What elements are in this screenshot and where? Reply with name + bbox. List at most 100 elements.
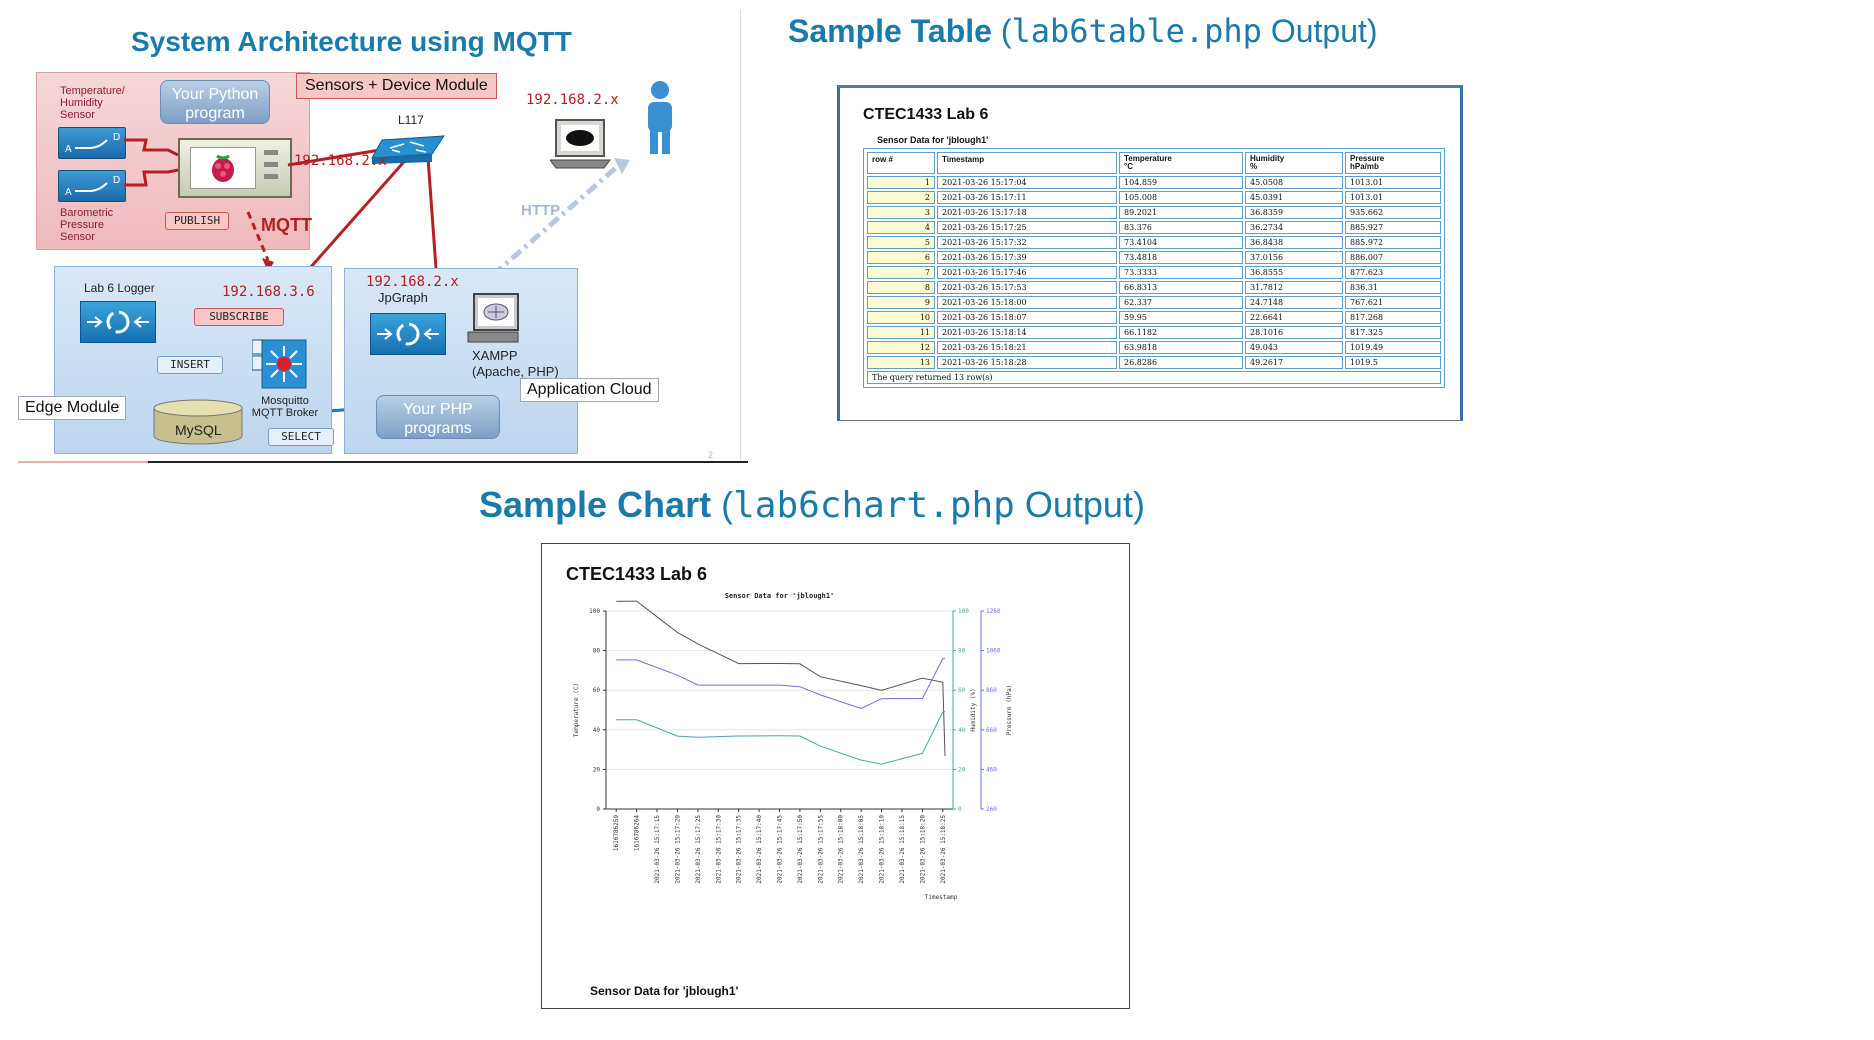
cell-row-number: 4 bbox=[867, 221, 935, 234]
chart-footer: Sensor Data for 'jblough1' bbox=[590, 984, 738, 998]
cell-timestamp: 2021-03-26 15:17:18 bbox=[937, 206, 1117, 219]
col-temperature: Temperature °C bbox=[1119, 152, 1243, 174]
y-axis-label-right2: Pressure (hPa) bbox=[1006, 685, 1013, 736]
y-tick-label-right2: 1060 bbox=[986, 648, 1001, 655]
cell-timestamp: 2021-03-26 15:17:53 bbox=[937, 281, 1117, 294]
logger-icon bbox=[80, 301, 156, 343]
cell-temperature: 104.859 bbox=[1119, 176, 1243, 189]
cell-timestamp: 2021-03-26 15:17:46 bbox=[937, 266, 1117, 279]
x-tick-label: 2021-03-26 15:17:55 bbox=[817, 815, 824, 884]
table-wrapper: row # Timestamp Temperature °C Humidity … bbox=[863, 148, 1445, 388]
x-tick-label: 2021-03-26 15:17:45 bbox=[777, 815, 784, 884]
cell-timestamp: 2021-03-26 15:17:39 bbox=[937, 251, 1117, 264]
col-pressure: Pressure hPa/mb bbox=[1345, 152, 1441, 174]
server-icon bbox=[464, 292, 524, 344]
cell-row-number: 1 bbox=[867, 176, 935, 189]
x-tick-label: 2021-03-26 15:18:20 bbox=[919, 815, 926, 884]
cell-temperature: 73.3333 bbox=[1119, 266, 1243, 279]
table-row: 12021-03-26 15:17:04104.85945.05081013.0… bbox=[867, 176, 1441, 189]
subscribe-tag: SUBSCRIBE bbox=[194, 308, 284, 326]
cell-pressure: 1013.01 bbox=[1345, 176, 1441, 189]
jpgraph-label: JpGraph bbox=[378, 292, 428, 304]
table-heading: Sample Table (lab6table.php Output) bbox=[788, 12, 1378, 50]
cell-timestamp: 2021-03-26 15:17:25 bbox=[937, 221, 1117, 234]
cell-row-number: 7 bbox=[867, 266, 935, 279]
cell-humidity: 45.0391 bbox=[1245, 191, 1343, 204]
x-tick-label: 1616786259 bbox=[613, 815, 620, 852]
cell-humidity: 36.8359 bbox=[1245, 206, 1343, 219]
edge-module-label: Edge Module bbox=[18, 396, 126, 420]
cell-timestamp: 2021-03-26 15:18:00 bbox=[937, 296, 1117, 309]
x-tick-label: 2021-03-26 15:18:10 bbox=[879, 815, 886, 884]
cell-pressure: 767.621 bbox=[1345, 296, 1441, 309]
cell-pressure: 817.325 bbox=[1345, 326, 1441, 339]
cell-temperature: 66.8313 bbox=[1119, 281, 1243, 294]
x-tick-label: 2021-03-26 15:18:05 bbox=[858, 815, 865, 884]
x-tick-label: 1616786264 bbox=[634, 815, 641, 852]
select-tag: SELECT bbox=[268, 428, 334, 446]
ip-user: 192.168.2.x bbox=[526, 92, 619, 108]
y-tick-label-left: 60 bbox=[593, 687, 601, 694]
table-header-row: row # Timestamp Temperature °C Humidity … bbox=[867, 152, 1441, 174]
table-footer: The query returned 13 row(s) bbox=[867, 371, 1441, 384]
cell-humidity: 31.7812 bbox=[1245, 281, 1343, 294]
series-line-right1 bbox=[616, 712, 945, 765]
xampp-label: XAMPP(Apache, PHP) bbox=[472, 348, 559, 380]
series-line-right2 bbox=[616, 659, 945, 709]
x-tick-label: 2021-03-26 15:18:25 bbox=[940, 815, 947, 884]
cell-pressure: 885.927 bbox=[1345, 221, 1441, 234]
cell-temperature: 73.4104 bbox=[1119, 236, 1243, 249]
cell-row-number: 2 bbox=[867, 191, 935, 204]
cell-humidity: 22.6641 bbox=[1245, 311, 1343, 324]
y-tick-label-right2: 1260 bbox=[986, 608, 1001, 615]
table-row: 22021-03-26 15:17:11105.00845.03911013.0… bbox=[867, 191, 1441, 204]
cell-row-number: 10 bbox=[867, 311, 935, 324]
laptop-icon bbox=[550, 118, 612, 170]
y-tick-label-left: 80 bbox=[593, 648, 601, 655]
y-tick-label-left: 20 bbox=[593, 766, 601, 773]
y-tick-label-right1: 0 bbox=[958, 806, 962, 813]
table-row: 72021-03-26 15:17:4673.333336.8555877.62… bbox=[867, 266, 1441, 279]
table-page-title: CTEC1433 Lab 6 bbox=[863, 106, 988, 124]
cell-humidity: 36.8555 bbox=[1245, 266, 1343, 279]
cell-row-number: 11 bbox=[867, 326, 935, 339]
cell-humidity: 37.0156 bbox=[1245, 251, 1343, 264]
series-line-left bbox=[616, 601, 945, 756]
x-tick-label: 2021-03-26 15:18:15 bbox=[899, 815, 906, 884]
cell-pressure: 935.662 bbox=[1345, 206, 1441, 219]
ip-cloud: 192.168.2.x bbox=[366, 274, 459, 290]
switch-label: L117 bbox=[398, 114, 424, 126]
cell-pressure: 886.007 bbox=[1345, 251, 1441, 264]
x-tick-label: 2021-03-26 15:17:40 bbox=[756, 815, 763, 884]
cell-temperature: 83.376 bbox=[1119, 221, 1243, 234]
architecture-diagram: System Architecture using MQTT Sensors +… bbox=[18, 10, 748, 462]
app-cloud-label: Application Cloud bbox=[520, 378, 659, 402]
y-tick-label-right2: 460 bbox=[986, 766, 997, 773]
y-tick-label-right1: 80 bbox=[958, 648, 966, 655]
ip-edge: 192.168.3.6 bbox=[222, 284, 315, 300]
cell-timestamp: 2021-03-26 15:17:32 bbox=[937, 236, 1117, 249]
cell-temperature: 26.8286 bbox=[1119, 356, 1243, 369]
y-tick-label-left: 100 bbox=[589, 608, 600, 615]
sensor-line-chart: Sensor Data for 'jblough1'02040608010002… bbox=[542, 544, 1129, 1008]
insert-tag: INSERT bbox=[157, 356, 223, 374]
cell-row-number: 6 bbox=[867, 251, 935, 264]
cell-row-number: 5 bbox=[867, 236, 935, 249]
cell-timestamp: 2021-03-26 15:17:11 bbox=[937, 191, 1117, 204]
cell-humidity: 36.2734 bbox=[1245, 221, 1343, 234]
table-row: 62021-03-26 15:17:3973.481837.0156886.00… bbox=[867, 251, 1441, 264]
y-tick-label-left: 40 bbox=[593, 727, 601, 734]
broker-label: MosquittoMQTT Broker bbox=[248, 395, 322, 419]
jpgraph-icon bbox=[370, 313, 446, 355]
cell-temperature: 89.2021 bbox=[1119, 206, 1243, 219]
person-icon bbox=[640, 80, 680, 156]
cell-temperature: 105.008 bbox=[1119, 191, 1243, 204]
x-tick-label: 2021-03-26 15:17:35 bbox=[736, 815, 743, 884]
cell-timestamp: 2021-03-26 15:18:28 bbox=[937, 356, 1117, 369]
cell-humidity: 24.7148 bbox=[1245, 296, 1343, 309]
